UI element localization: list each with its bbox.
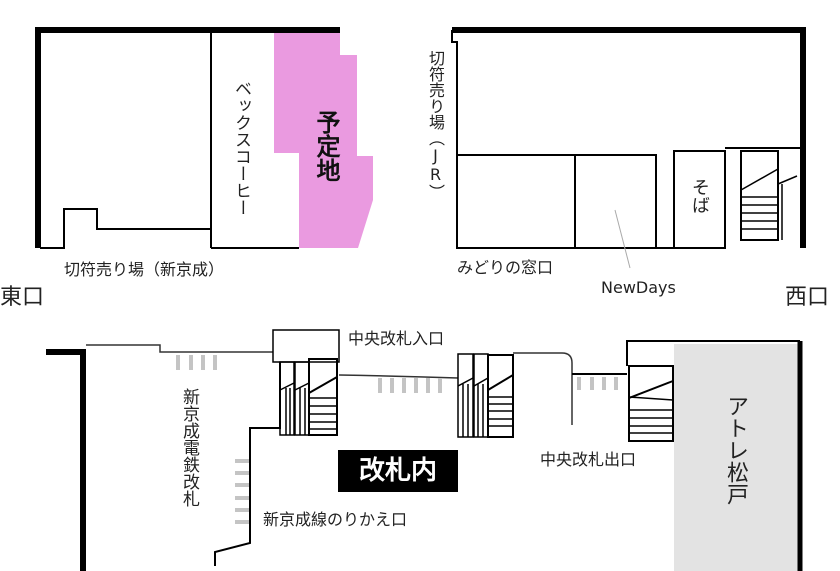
inside-gates-badge: 改札内 (338, 450, 458, 492)
stairs-central-entrance (279, 358, 338, 436)
newdays-label: NewDays (601, 278, 676, 297)
atre-matsudo-label: アトレ松戸 (723, 395, 748, 505)
ticket-office-keisei-label: 切符売り場（新京成） (64, 260, 225, 279)
stairs-west (740, 150, 798, 241)
midori-no-madoguchi-label: みどりの窓口 (457, 258, 554, 277)
east-area-walls (35, 27, 340, 249)
newdays-pointer (614, 209, 631, 269)
keisei-gate-label: 新京成電鉄改札 (179, 388, 199, 507)
stairs-central-exit (628, 365, 674, 442)
ticket-gates (176, 355, 618, 524)
soba-label: そば (689, 178, 710, 214)
planned-site-label: 予定地 (312, 110, 340, 182)
central-gate-exit-label: 中央改札出口 (540, 450, 637, 469)
stairs-central-middle (457, 353, 514, 438)
central-gate-entrance-label: 中央改札入口 (348, 329, 445, 348)
planned-site-area (274, 33, 373, 248)
west-exit-label: 西口 (785, 285, 830, 310)
west-area-walls (451, 27, 806, 249)
becks-coffee-label: ベックスコーヒー (231, 80, 251, 216)
keisei-transfer-label: 新京成線のりかえ口 (263, 510, 408, 529)
east-exit-label: 東口 (0, 285, 45, 310)
ticket-office-jr-label: 切符売り場（JR） (426, 50, 445, 200)
concourse-walls (46, 329, 803, 571)
atre-area (674, 344, 798, 571)
